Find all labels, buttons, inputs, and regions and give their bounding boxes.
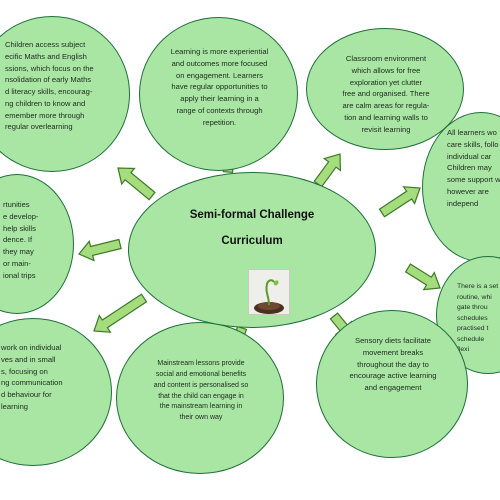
bubble-text-lower-right: There is a set routine, whi gate throu s… — [457, 283, 499, 354]
center-title-line1: Semi-formal Challenge — [189, 209, 315, 221]
bubble-bottom-left: work on individual ves and in small s, f… — [0, 318, 112, 466]
bubble-top-right: Classroom environment which allows for f… — [306, 28, 464, 150]
bubble-text-right: All learners wo care skills, follo indiv… — [447, 128, 500, 208]
bubble-bottom-center: Mainstream lessons provide social and em… — [116, 322, 284, 474]
bubble-top-center: Learning is more experiential and outcom… — [139, 17, 298, 171]
bubble-text-bottom-center: Mainstream lessons provide social and em… — [153, 360, 249, 422]
arrow-to-bottom-left — [93, 293, 148, 333]
bubble-text-bottom-right: Sensory diets facilitate movement breaks… — [349, 336, 437, 393]
arrow-to-top-left — [117, 167, 156, 201]
bubble-text-top-right: Classroom environment which allows for f… — [342, 54, 430, 134]
center-ellipse: Semi-formal Challenge Curriculum — [128, 172, 376, 328]
center-title-line2: Curriculum — [221, 235, 283, 247]
bubble-text-bottom-left: work on individual ves and in small s, f… — [1, 343, 63, 411]
bubble-text-top-left: Children access subject ecific Maths and… — [5, 40, 94, 132]
bubble-top-left: Children access subject ecific Maths and… — [0, 16, 130, 172]
arrow-to-top-right — [313, 153, 342, 188]
arrow-to-lower-right — [404, 263, 441, 291]
bubble-text-top-center: Learning is more experiential and outcom… — [170, 47, 269, 127]
seedling-sprout-icon — [248, 269, 290, 315]
bubble-text-left: rtunities e develop- help skills dence. … — [3, 200, 39, 280]
bubble-left: rtunities e develop- help skills dence. … — [0, 174, 74, 314]
arrow-to-left — [78, 238, 122, 262]
bubble-bottom-right: Sensory diets facilitate movement breaks… — [316, 310, 468, 458]
arrow-to-right — [378, 186, 421, 218]
seedling-sprout-graphic — [249, 270, 289, 314]
